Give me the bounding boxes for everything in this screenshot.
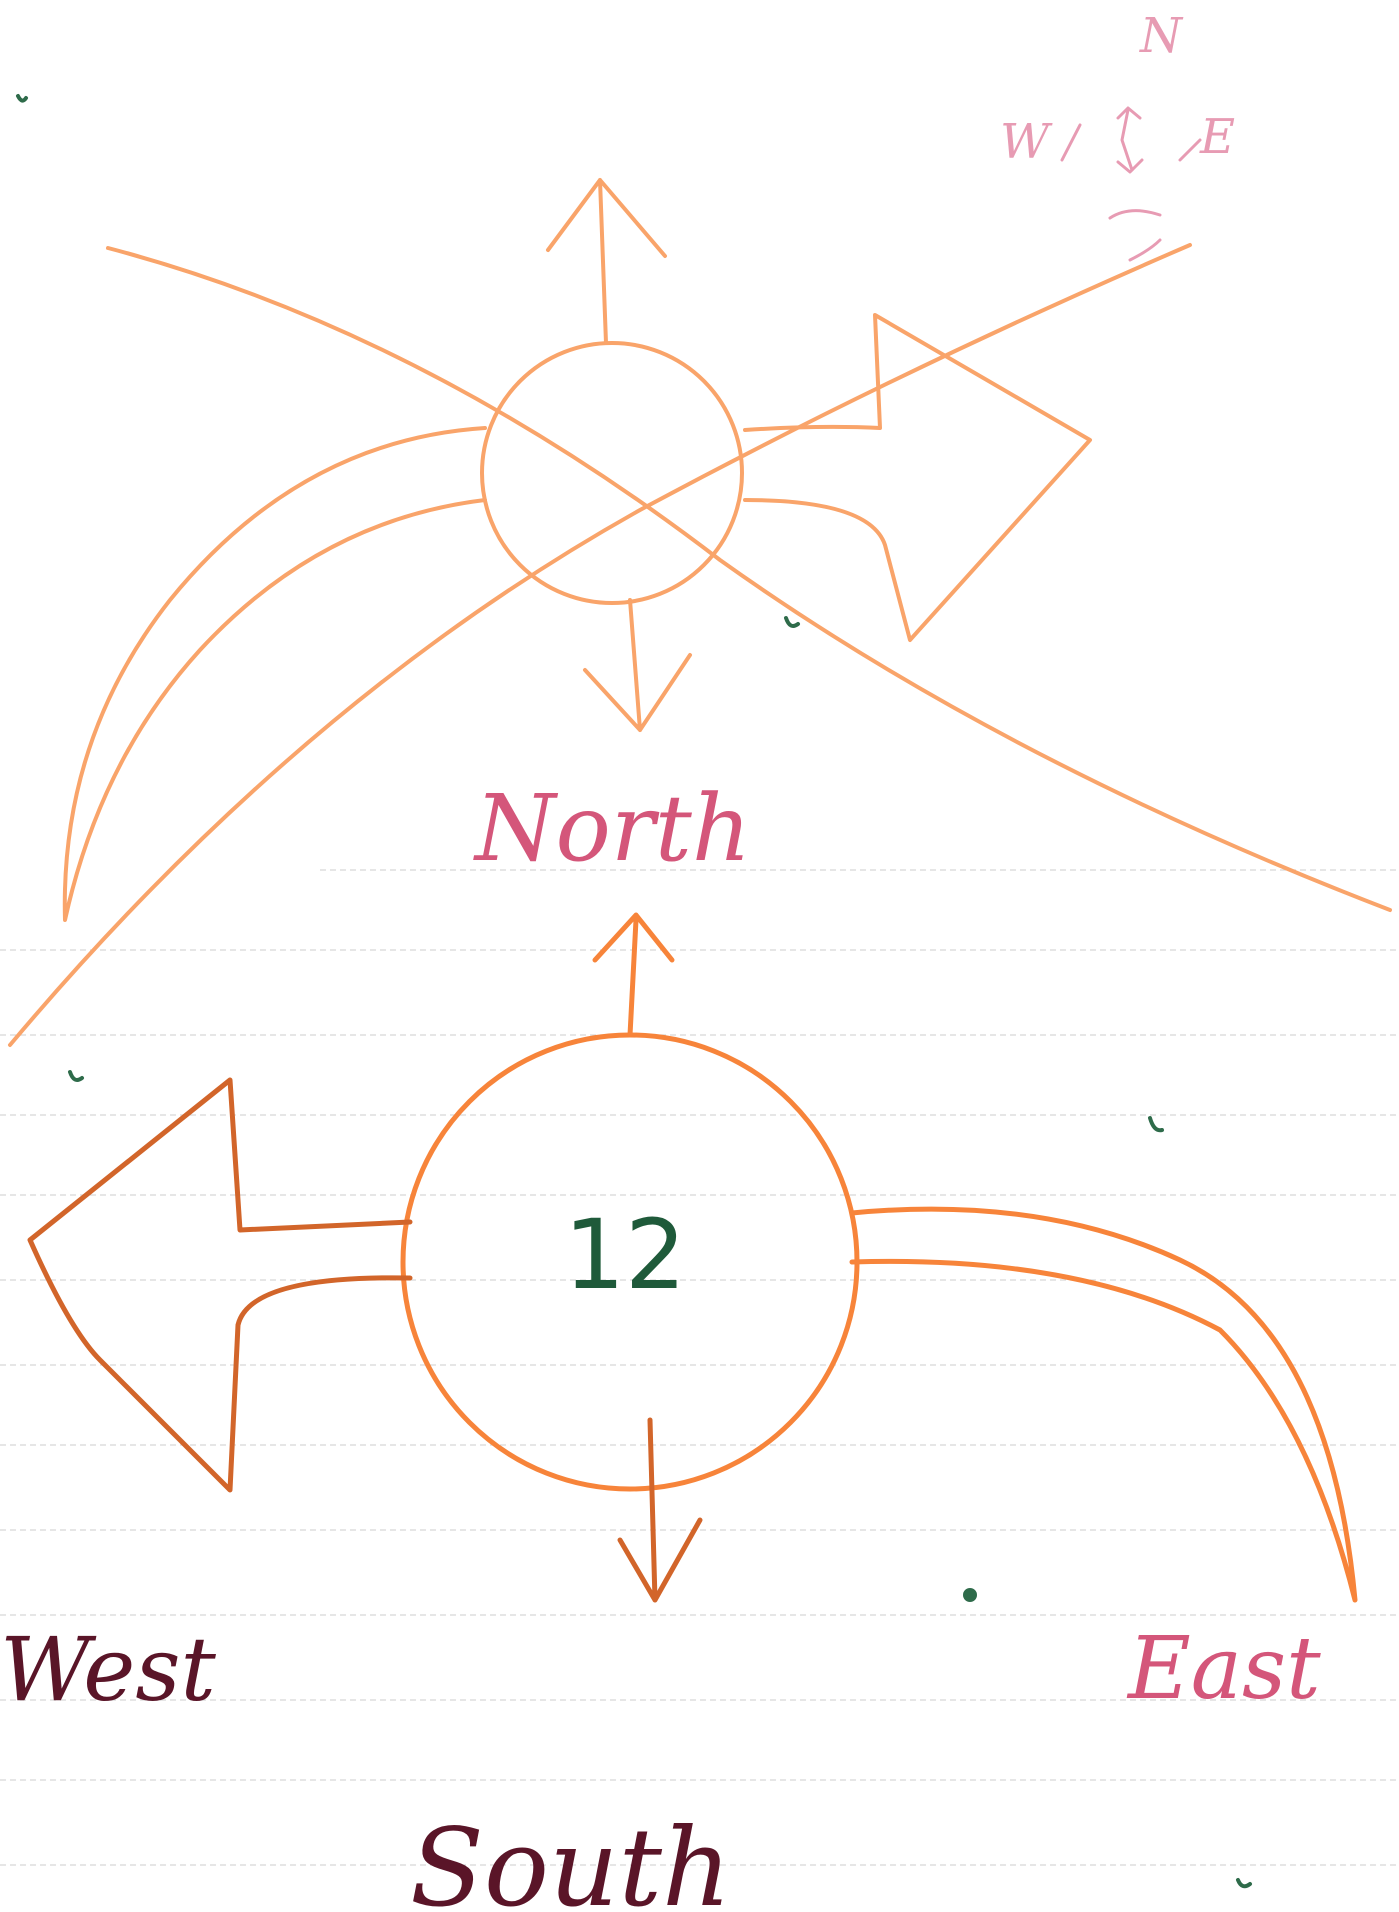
top-east-arrow	[743, 313, 1092, 642]
cross-line-1	[106, 246, 1392, 912]
mini-compass-marks	[1060, 106, 1202, 262]
cross-line-2	[8, 243, 1192, 1047]
label-west: West	[0, 1618, 217, 1721]
top-west-tail	[62, 426, 487, 922]
label-north: North	[473, 775, 751, 882]
ink-marks	[16, 94, 1252, 1889]
main-south-arrow	[617, 1417, 703, 1603]
center-number: 12	[564, 1199, 686, 1311]
mini-compass-n: N	[1139, 8, 1184, 64]
label-south: South	[410, 1806, 732, 1912]
main-compass-drawing	[27, 912, 1358, 1603]
top-south-arrow	[583, 598, 692, 732]
main-north-arrow	[592, 912, 675, 1038]
top-compass-drawing	[8, 178, 1392, 1047]
top-circle	[480, 341, 744, 605]
mini-compass: N W E	[1000, 8, 1235, 262]
main-east-tail	[849, 1206, 1358, 1603]
mini-compass-w: W	[1000, 114, 1053, 170]
main-west-arrow	[27, 1077, 413, 1493]
mini-compass-e: E	[1199, 109, 1235, 165]
label-east: East	[1126, 1619, 1321, 1719]
top-north-arrow	[546, 178, 667, 345]
